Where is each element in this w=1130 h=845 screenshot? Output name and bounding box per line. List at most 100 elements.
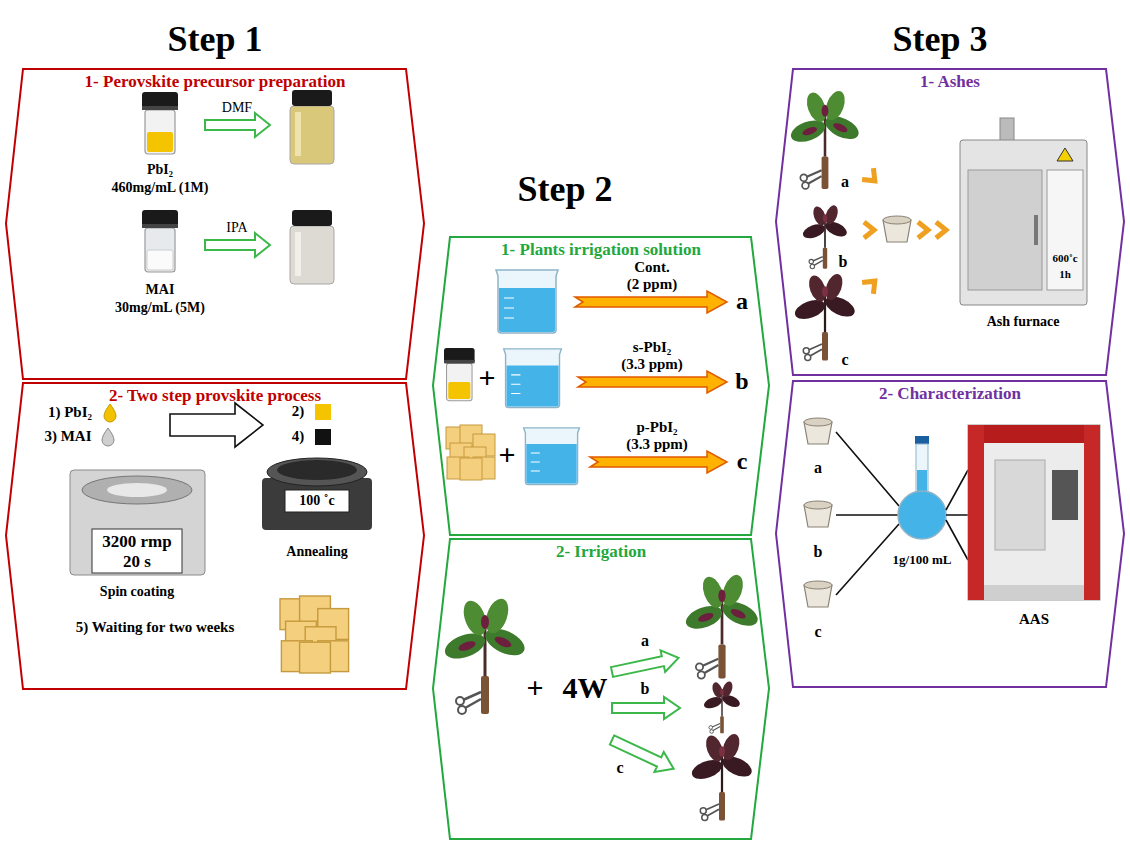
ipa-arrow xyxy=(205,233,270,257)
pbi2-drop xyxy=(104,404,116,422)
plant xyxy=(442,596,529,714)
step-label: 3) MAI xyxy=(44,428,91,445)
display-text: 1h xyxy=(1059,268,1071,281)
plus-sign: + xyxy=(526,671,543,706)
group-letter: c xyxy=(814,623,821,641)
display-text: 20 s xyxy=(123,552,151,572)
irrigation-arrow xyxy=(612,697,680,719)
mai-solution xyxy=(290,210,334,284)
solution-name: Cont. xyxy=(634,259,669,276)
plus-sign: + xyxy=(498,438,515,473)
crucible xyxy=(804,418,832,444)
orange-arrow xyxy=(578,371,727,393)
concentration: 30mg/mL (5M) xyxy=(115,300,205,316)
panel-heading: 1- Perovskite precursor preparation xyxy=(5,68,425,92)
chevron xyxy=(862,168,880,186)
group-letter: c xyxy=(737,448,748,476)
device-caption: AAS xyxy=(1019,611,1049,628)
chevron xyxy=(862,276,880,294)
spin-coater xyxy=(70,470,205,575)
device-caption: Ash furnace xyxy=(987,314,1060,330)
panel-border xyxy=(6,69,424,379)
group-letter: b xyxy=(814,543,823,561)
pbi2-vial-small xyxy=(444,348,475,401)
hotplate xyxy=(262,458,372,530)
step-heading: Step 3 xyxy=(892,19,987,60)
step-panel: 1- Perovskite precursor preparation xyxy=(5,68,425,380)
chevron xyxy=(918,222,928,238)
panel-heading: 2- Irrigation xyxy=(432,538,770,562)
group-letter: a xyxy=(641,632,649,650)
crucible xyxy=(804,501,832,527)
group-letter: a xyxy=(841,173,849,191)
group-letter: a xyxy=(736,288,748,316)
mai-drop xyxy=(102,428,114,446)
crucible xyxy=(883,216,911,242)
panel-border xyxy=(776,381,1124,687)
group-letter: c xyxy=(616,759,623,777)
orange-arrow xyxy=(590,451,727,473)
hexagon-outline xyxy=(5,382,425,690)
perovskite-film xyxy=(315,429,331,445)
beaker-c xyxy=(524,428,580,485)
panel-heading: 2- Characterization xyxy=(775,380,1125,404)
solvent-label: DMF xyxy=(222,100,252,116)
step-label: 5) Waiting for two weeks xyxy=(76,619,235,636)
plant-c xyxy=(792,272,857,361)
device-caption: Spin coating xyxy=(100,584,174,600)
step-label: 1) PbI₂ xyxy=(48,404,92,421)
concentration: (3.3 ppm) xyxy=(626,436,688,453)
aas-instrument xyxy=(968,425,1100,600)
dmf-arrow xyxy=(205,113,270,137)
display-text: 100 ˚c xyxy=(299,493,334,509)
plant-c xyxy=(689,732,754,821)
panel-border xyxy=(776,69,1124,375)
solution-name: s-PbI₂ xyxy=(633,339,672,356)
chevron xyxy=(864,222,874,238)
orange-arrow xyxy=(575,291,727,313)
pbi2-solution xyxy=(290,90,334,164)
dilution-label: 1g/100 mL xyxy=(893,553,952,568)
control-beaker xyxy=(496,270,558,333)
reagent-name: MAI xyxy=(146,282,175,298)
irrigation-arrow xyxy=(610,647,681,683)
duration-label: 4W xyxy=(563,671,608,706)
step-panel: 2- Two step provskite process xyxy=(5,382,425,690)
pbi2-film xyxy=(315,404,331,420)
pbi2-vial xyxy=(142,92,178,154)
process-arrow xyxy=(170,403,263,447)
mai-vial xyxy=(142,210,178,272)
chevron xyxy=(936,222,946,238)
sample-line xyxy=(946,470,968,560)
display-text: 600˚c xyxy=(1052,252,1077,265)
solution-name: p-PbI₂ xyxy=(636,419,677,436)
concentration: 460mg/mL (1M) xyxy=(112,180,209,196)
group-letter: c xyxy=(841,351,848,369)
group-letter: b xyxy=(641,680,650,698)
concentration: (3.3 ppm) xyxy=(621,356,683,373)
panel-heading: 2- Two step provskite process xyxy=(5,382,425,406)
film-pieces xyxy=(446,425,495,480)
hexagon-outline xyxy=(5,68,425,380)
display-text: 3200 rmp xyxy=(102,532,171,552)
group-letter: a xyxy=(814,459,822,477)
hexagon-outline xyxy=(775,380,1125,688)
irrigation-arrow xyxy=(607,730,678,779)
reagent-name: PbI₂ xyxy=(147,162,173,178)
step-panel: 2- Characterization xyxy=(775,380,1125,688)
panel-border xyxy=(433,237,769,535)
panel-border xyxy=(433,539,769,839)
sample-line xyxy=(836,432,899,595)
beaker-b xyxy=(504,349,562,408)
step-panel: 1- Ashes xyxy=(775,68,1125,376)
plus-sign: + xyxy=(478,361,495,396)
step-label: 2) xyxy=(292,403,305,420)
crucible xyxy=(804,581,832,607)
device-caption: Annealing xyxy=(286,544,347,560)
plant-b xyxy=(702,680,741,733)
plant-a xyxy=(683,572,761,679)
hexagon-outline xyxy=(775,68,1125,376)
panel-border xyxy=(6,383,424,689)
